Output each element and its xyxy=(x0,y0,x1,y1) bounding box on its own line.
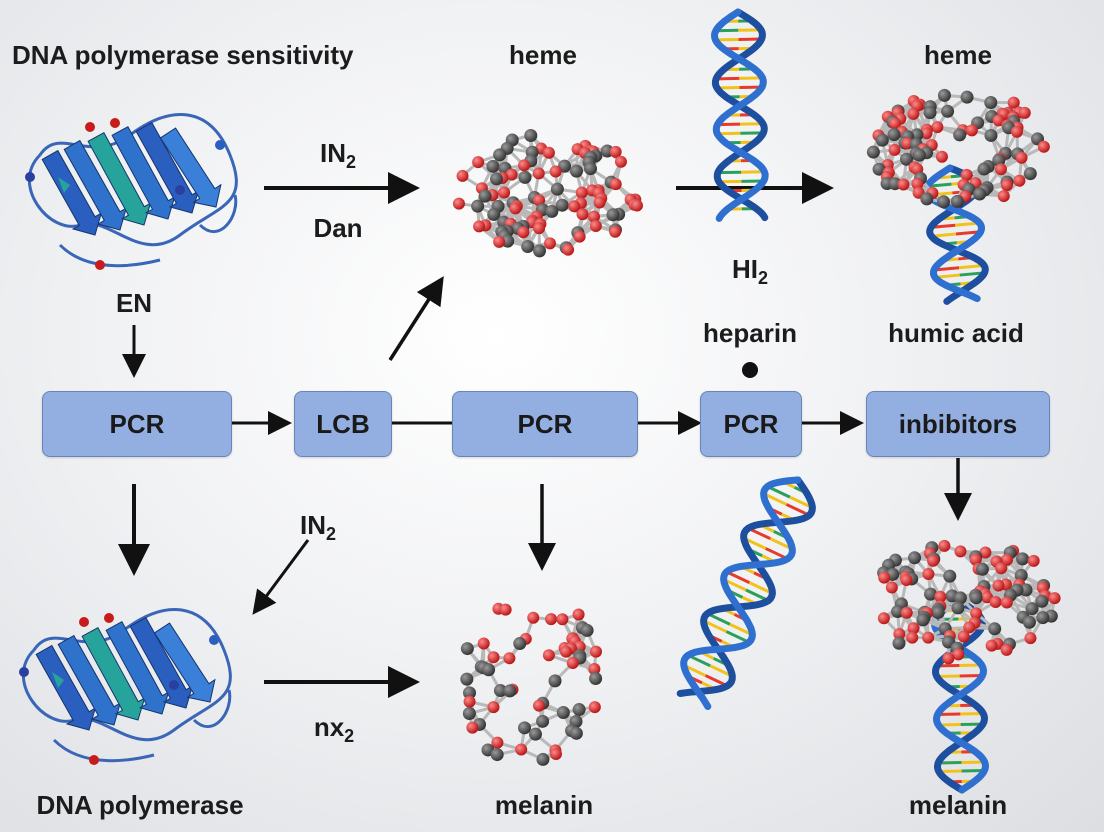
in2-bottom-label: IN2 xyxy=(300,512,336,543)
dna-helix-middle-icon xyxy=(676,476,816,710)
nx2-subscript: 2 xyxy=(344,726,355,747)
pcr-box-3: PCR xyxy=(700,391,802,457)
melanin-right-molecule-icon xyxy=(877,539,1061,665)
arrows xyxy=(118,172,972,698)
pcr-box-1: PCR xyxy=(42,391,232,457)
inhibitors-box: inbibitors xyxy=(866,391,1050,457)
dna-helix-top-icon xyxy=(710,8,769,222)
hi2-text: HI xyxy=(731,254,758,284)
humic-acid-label: humic acid xyxy=(888,318,1024,348)
pcr-box-2-label: PCR xyxy=(517,408,573,439)
dna-polymerase-label: DNA polymerase xyxy=(36,790,244,820)
heparin-dot xyxy=(742,362,758,378)
lcb-box: LCB xyxy=(294,391,392,457)
protein-top-icon xyxy=(25,113,238,270)
nx2-text: nx xyxy=(313,712,345,742)
pcr-box-1-label: PCR xyxy=(109,408,165,439)
en-label: EN xyxy=(115,288,153,318)
dna-helix-bottom-right-icon xyxy=(930,596,990,794)
melanin-right-label: melanin xyxy=(908,790,1008,820)
in2-bottom-text: IN xyxy=(299,510,326,540)
inhibitors-box-label: inbibitors xyxy=(898,408,1018,439)
nx2-label: nx2 xyxy=(314,714,354,745)
hi2-label: HI2 xyxy=(732,256,768,287)
lcb-box-label: LCB xyxy=(316,408,370,439)
hi2-subscript: 2 xyxy=(757,268,769,289)
protein-bottom-icon xyxy=(19,608,232,765)
heparin-label: heparin xyxy=(703,318,797,348)
pcr-box-2: PCR xyxy=(452,391,638,457)
in2-top-subscript: 2 xyxy=(345,152,357,173)
melanin-molecule-icon xyxy=(460,602,603,766)
dna-polymerase-sensitivity-label: DNA polymerase sensitivity xyxy=(12,40,354,70)
pcr-box-3-label: PCR xyxy=(723,408,779,439)
heme-right-label: heme xyxy=(924,40,992,70)
melanin-center-label: melanin xyxy=(494,790,594,820)
heme-right-molecule-icon xyxy=(866,88,1050,209)
heme-molecule-icon xyxy=(452,128,643,258)
in2-top-label: IN2 xyxy=(320,140,356,171)
in2-top-text: IN xyxy=(319,138,346,168)
dan-label: Dan xyxy=(313,213,363,243)
arrow-lcb-to-heme xyxy=(388,276,444,361)
arrow-in2-diagonal xyxy=(252,539,310,615)
in2-bottom-subscript: 2 xyxy=(325,524,337,545)
heme-center-label: heme xyxy=(509,40,577,70)
